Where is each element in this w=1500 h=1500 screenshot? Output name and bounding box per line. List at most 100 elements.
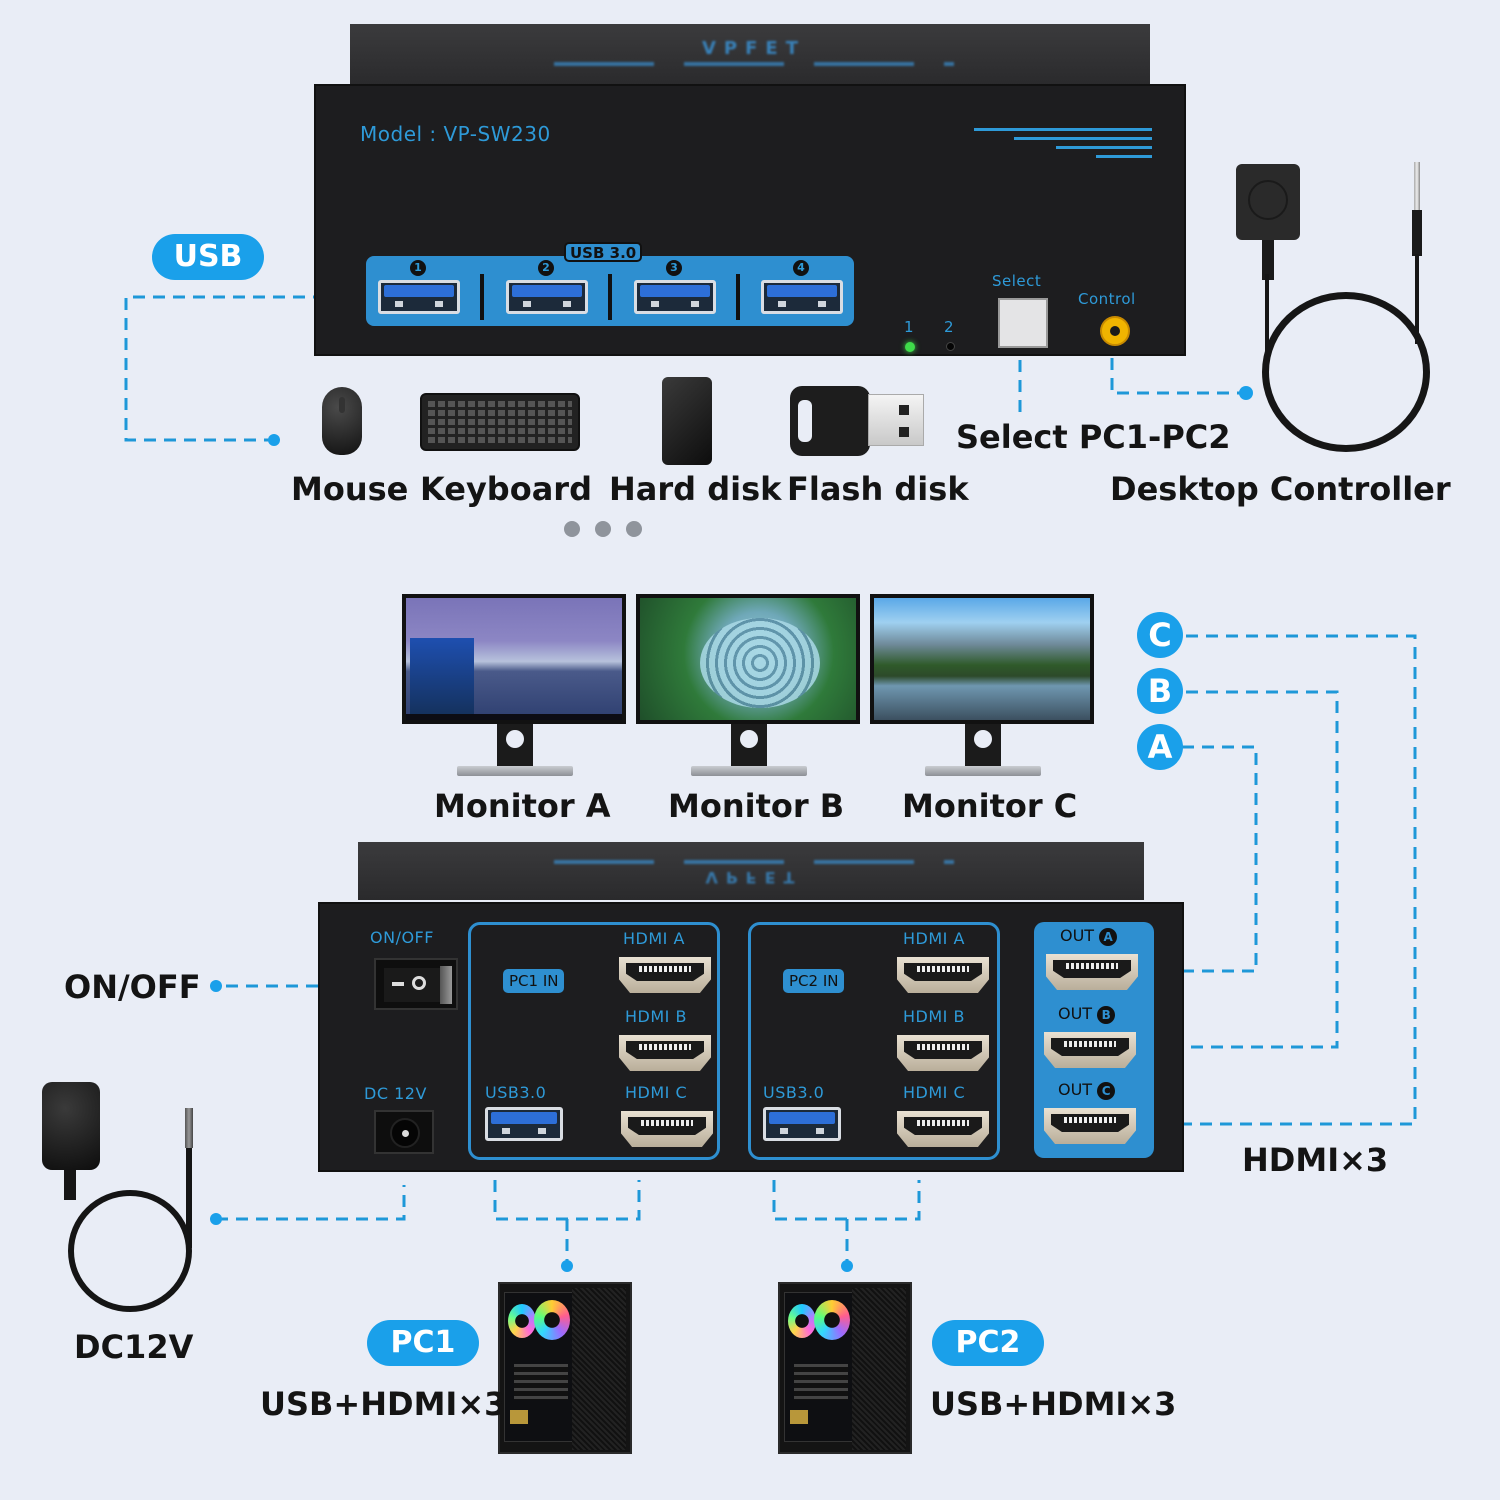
- out-label-text: OUT: [1058, 1080, 1093, 1099]
- usb-port-number: 4: [793, 260, 809, 276]
- usb-port-number: 1: [410, 260, 426, 276]
- pc2-hdmi-b-label: HDMI B: [903, 1007, 965, 1026]
- hdmi-out-caption: HDMI×3: [1242, 1141, 1389, 1179]
- monitor-c: [870, 594, 1096, 784]
- monitor-base: [457, 766, 573, 776]
- pc1-hdmi-a-label: HDMI A: [623, 929, 685, 948]
- pc1-badge: PC1: [367, 1320, 479, 1366]
- kvm-switch-rear: VPFET ON/OFF DC 12V PC1 IN HDMI A HDMI B…: [314, 842, 1186, 1172]
- monitor-base: [925, 766, 1041, 776]
- usb-line-endpoint: [268, 434, 280, 446]
- usb-port-number: 3: [666, 260, 682, 276]
- pc1-line-endpoint: [561, 1260, 573, 1272]
- logo-subtitle-bars: [554, 860, 954, 864]
- out-label-text: OUT: [1058, 1004, 1093, 1023]
- monitor-a-label: Monitor A: [434, 787, 611, 825]
- pc1-hdmi-c-label: HDMI C: [625, 1083, 688, 1102]
- output-a-badge: A: [1137, 724, 1183, 770]
- pc2-hdmi-c-port[interactable]: [897, 1111, 989, 1147]
- pc1-input-group: PC1 IN HDMI A HDMI B USB3.0 HDMI C: [468, 922, 720, 1160]
- usb-port-number: 2: [538, 260, 554, 276]
- monitor-b-label: Monitor B: [668, 787, 845, 825]
- monitor-stand: [731, 724, 767, 770]
- decor-stripes: [972, 128, 1152, 158]
- usb-port-3[interactable]: [634, 280, 716, 314]
- dc-caption: DC12V: [74, 1328, 194, 1366]
- power-switch[interactable]: [374, 958, 458, 1010]
- pc2-hdmi-c-label: HDMI C: [903, 1083, 966, 1102]
- control-connector-line: [1110, 358, 1245, 395]
- pc2-connector-line: [772, 1180, 921, 1221]
- monitor-b-screen: [636, 594, 860, 724]
- port-divider: [480, 274, 484, 320]
- led-label-2: 2: [944, 318, 955, 336]
- led-label-1: 1: [904, 318, 915, 336]
- select-button[interactable]: [998, 298, 1048, 348]
- hdmi-output-group: OUT A OUT B OUT C: [1034, 922, 1154, 1158]
- out-label-text: OUT: [1060, 926, 1095, 945]
- dc-power-jack[interactable]: [374, 1110, 434, 1154]
- out-a-label: OUT A: [1060, 926, 1118, 946]
- output-b-badge: B: [1137, 668, 1183, 714]
- port-divider: [608, 274, 612, 320]
- out-a-port[interactable]: [1046, 954, 1138, 990]
- usb-port-2[interactable]: [506, 280, 588, 314]
- out-b-label: OUT B: [1058, 1004, 1116, 1024]
- out-c-port[interactable]: [1044, 1108, 1136, 1144]
- dc-label: DC 12V: [364, 1084, 427, 1103]
- pc1-usb-label: USB3.0: [485, 1083, 547, 1102]
- led-pc1-indicator: [905, 342, 915, 352]
- monitor-stand: [497, 724, 533, 770]
- out-c-label: OUT C: [1058, 1080, 1116, 1100]
- output-c-line: [1170, 634, 1417, 1126]
- output-b-line: [1170, 690, 1339, 1049]
- rear-panel: ON/OFF DC 12V PC1 IN HDMI A HDMI B USB3.…: [318, 902, 1184, 1172]
- pc2-hdmi-a-port[interactable]: [897, 957, 989, 993]
- usb-port-4[interactable]: [761, 280, 843, 314]
- output-c-badge: C: [1137, 612, 1183, 658]
- pc1-hdmi-b-port[interactable]: [619, 1035, 711, 1071]
- more-peripherals-indicator: [562, 520, 646, 538]
- usb-badge: USB: [152, 234, 264, 280]
- front-panel: Model : VP-SW230 USB 3.0 1 2 3 4 1 2: [314, 84, 1186, 356]
- flash-disk-icon: [790, 386, 926, 456]
- usb-group-label: USB 3.0: [564, 242, 643, 262]
- monitor-a-screen: [402, 594, 626, 724]
- pc1-usb-port[interactable]: [485, 1107, 563, 1141]
- keyboard-icon: [420, 393, 580, 451]
- device-top-face: [358, 842, 1144, 900]
- brand-logo: VPFET: [702, 38, 806, 59]
- control-label: Control: [1078, 290, 1136, 308]
- pc2-usb-port[interactable]: [763, 1107, 841, 1141]
- logo-subtitle-bars: [554, 62, 954, 66]
- pc1-hdmi-c-port[interactable]: [621, 1111, 713, 1147]
- usb-port-1[interactable]: [378, 280, 460, 314]
- monitor-stand: [965, 724, 1001, 770]
- pc1-hdmi-a-port[interactable]: [619, 957, 711, 993]
- usb-connector-line: [124, 295, 345, 442]
- controller-caption: Desktop Controller: [1110, 470, 1451, 508]
- pc2-in-badge: PC2 IN: [783, 969, 845, 993]
- out-b-port[interactable]: [1044, 1032, 1136, 1068]
- pc2-hdmi-a-label: HDMI A: [903, 929, 965, 948]
- model-text: Model : VP-SW230: [360, 122, 551, 146]
- pc2-line-endpoint: [841, 1260, 853, 1272]
- mouse-label: Mouse: [291, 470, 409, 508]
- hard-disk-label: Hard disk: [609, 470, 782, 508]
- pc1-caption: USB+HDMI×3: [260, 1385, 507, 1423]
- control-jack[interactable]: [1100, 316, 1130, 346]
- pc1-hdmi-b-label: HDMI B: [625, 1007, 687, 1026]
- out-letter-b: B: [1097, 1006, 1116, 1024]
- out-letter-c: C: [1097, 1082, 1116, 1100]
- monitor-c-label: Monitor C: [902, 787, 1078, 825]
- onoff-line-endpoint: [210, 980, 222, 992]
- pc2-caption: USB+HDMI×3: [930, 1385, 1177, 1423]
- kvm-switch-front: VPFET Model : VP-SW230 USB 3.0 1 2 3 4 1: [314, 24, 1186, 356]
- port-divider: [736, 274, 740, 320]
- monitor-b: [636, 594, 862, 784]
- select-label: Select: [992, 272, 1042, 290]
- pc2-badge: PC2: [932, 1320, 1044, 1366]
- power-adapter-icon: [40, 1080, 200, 1320]
- monitor-a: [402, 594, 628, 784]
- pc2-hdmi-b-port[interactable]: [897, 1035, 989, 1071]
